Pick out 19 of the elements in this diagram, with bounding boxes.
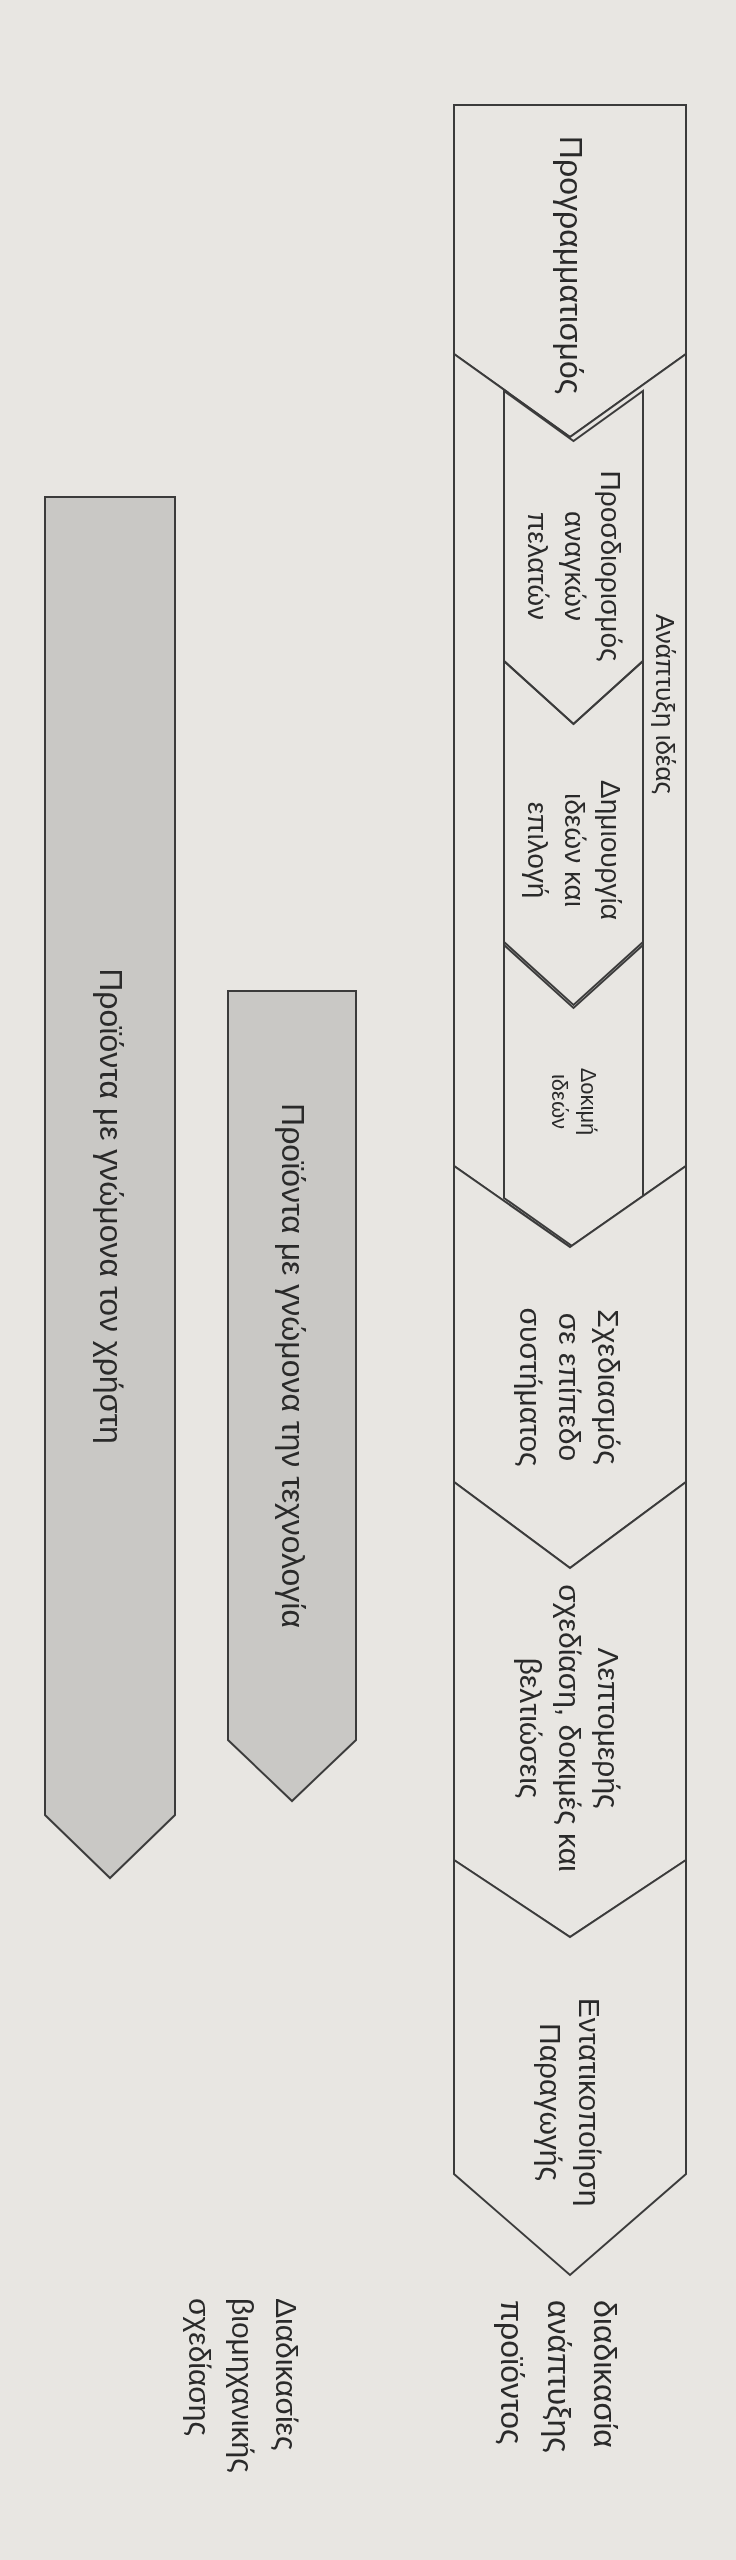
chevron-step (454, 105, 686, 437)
chevron-step (454, 1166, 686, 1568)
bar-label: Προϊόντα με γνώμονα την τεχνολογία (273, 1103, 312, 1628)
step-label: Ανάπτυξη ιδέας (649, 613, 682, 795)
step-label: Λεπτομερής σχεδίαση, δοκιμές και βελτιώσεις (513, 1583, 627, 1873)
pointed-bar (45, 497, 175, 1878)
step-label: Σχεδιασμός σε επίπεδο συστήματος (513, 1306, 627, 1469)
step-label: Προγραμματισμός (551, 135, 590, 395)
chevron-substep (504, 942, 643, 1247)
step-label: Προσδιορισμός αναγκών πελατών (521, 469, 628, 664)
pointed-bar (228, 991, 356, 1801)
caption-label: Διαδικασίες βιομηχανικής σχεδίασης (182, 2298, 304, 2475)
step-label: Δοκιμή ιδεών (546, 1066, 603, 1138)
chevron-substep (504, 661, 643, 1008)
bar-label: Προϊόντα με γνώμονα τον χρήστη (91, 968, 130, 1444)
step-label: Δημιουργία ιδεών και επιλογή (521, 779, 628, 922)
caption-label: διαδικασία ανάπτυξης προϊόντος (493, 2300, 624, 2455)
step-label: Εντατικοποίηση Παραγωγής (533, 1996, 607, 2209)
chevron-step (454, 1482, 686, 1937)
